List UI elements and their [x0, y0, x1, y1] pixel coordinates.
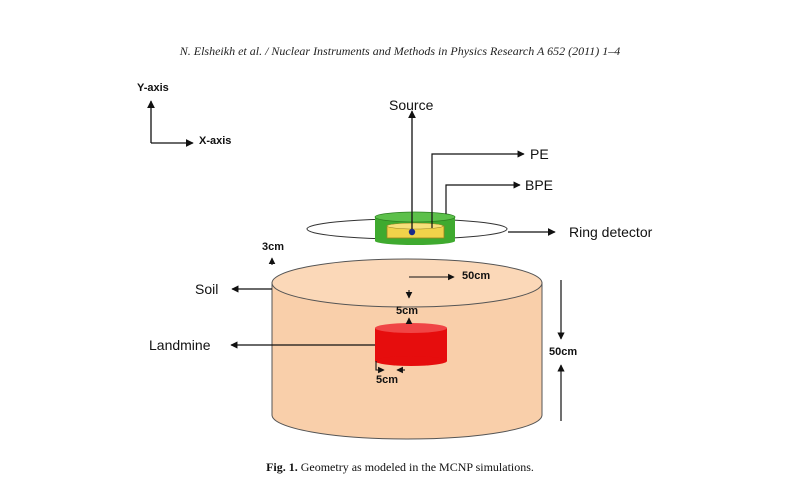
bpe-label: BPE	[525, 177, 554, 193]
caption-text: Geometry as modeled in the MCNP simulati…	[300, 460, 534, 474]
running-header: N. Elsheikh et al. / Nuclear Instruments…	[179, 44, 621, 58]
landmine-cylinder	[375, 323, 447, 366]
pe-top	[386, 222, 444, 230]
axes-indicator	[147, 100, 194, 147]
bpe-top	[374, 211, 456, 223]
x-axis-label: X-axis	[199, 135, 232, 147]
caption-label: Fig. 1.	[266, 460, 298, 474]
ring-detector-label: Ring detector	[569, 224, 653, 240]
source-assembly	[374, 211, 456, 245]
mine-depth-label: 5cm	[396, 305, 419, 317]
soil-top	[271, 258, 543, 308]
landmine-top	[375, 323, 447, 333]
soil-label: Soil	[195, 281, 219, 297]
landmine-body	[375, 328, 447, 361]
mine-size-arrow-left	[375, 361, 385, 374]
geometry-diagram	[147, 100, 565, 440]
gap-label: 3cm	[262, 241, 285, 253]
soil-height-label: 50cm	[549, 346, 578, 358]
soil-radius-label: 50cm	[462, 270, 491, 282]
landmine-label: Landmine	[149, 337, 211, 353]
figure-caption: Fig. 1. Geometry as modeled in the MCNP …	[0, 460, 800, 475]
pe-label: PE	[530, 146, 549, 162]
bpe-leader	[445, 181, 521, 214]
y-axis-label: Y-axis	[137, 82, 169, 94]
source-label: Source	[389, 97, 434, 113]
mine-size-label: 5cm	[376, 374, 399, 386]
source-point	[408, 228, 416, 236]
landmine-bottom	[375, 356, 447, 366]
geometry-figure: Y-axis X-axis Source PE BPE Ring detecto…	[100, 78, 700, 448]
bpe-bottom	[375, 237, 455, 245]
pe-leader	[431, 150, 525, 228]
